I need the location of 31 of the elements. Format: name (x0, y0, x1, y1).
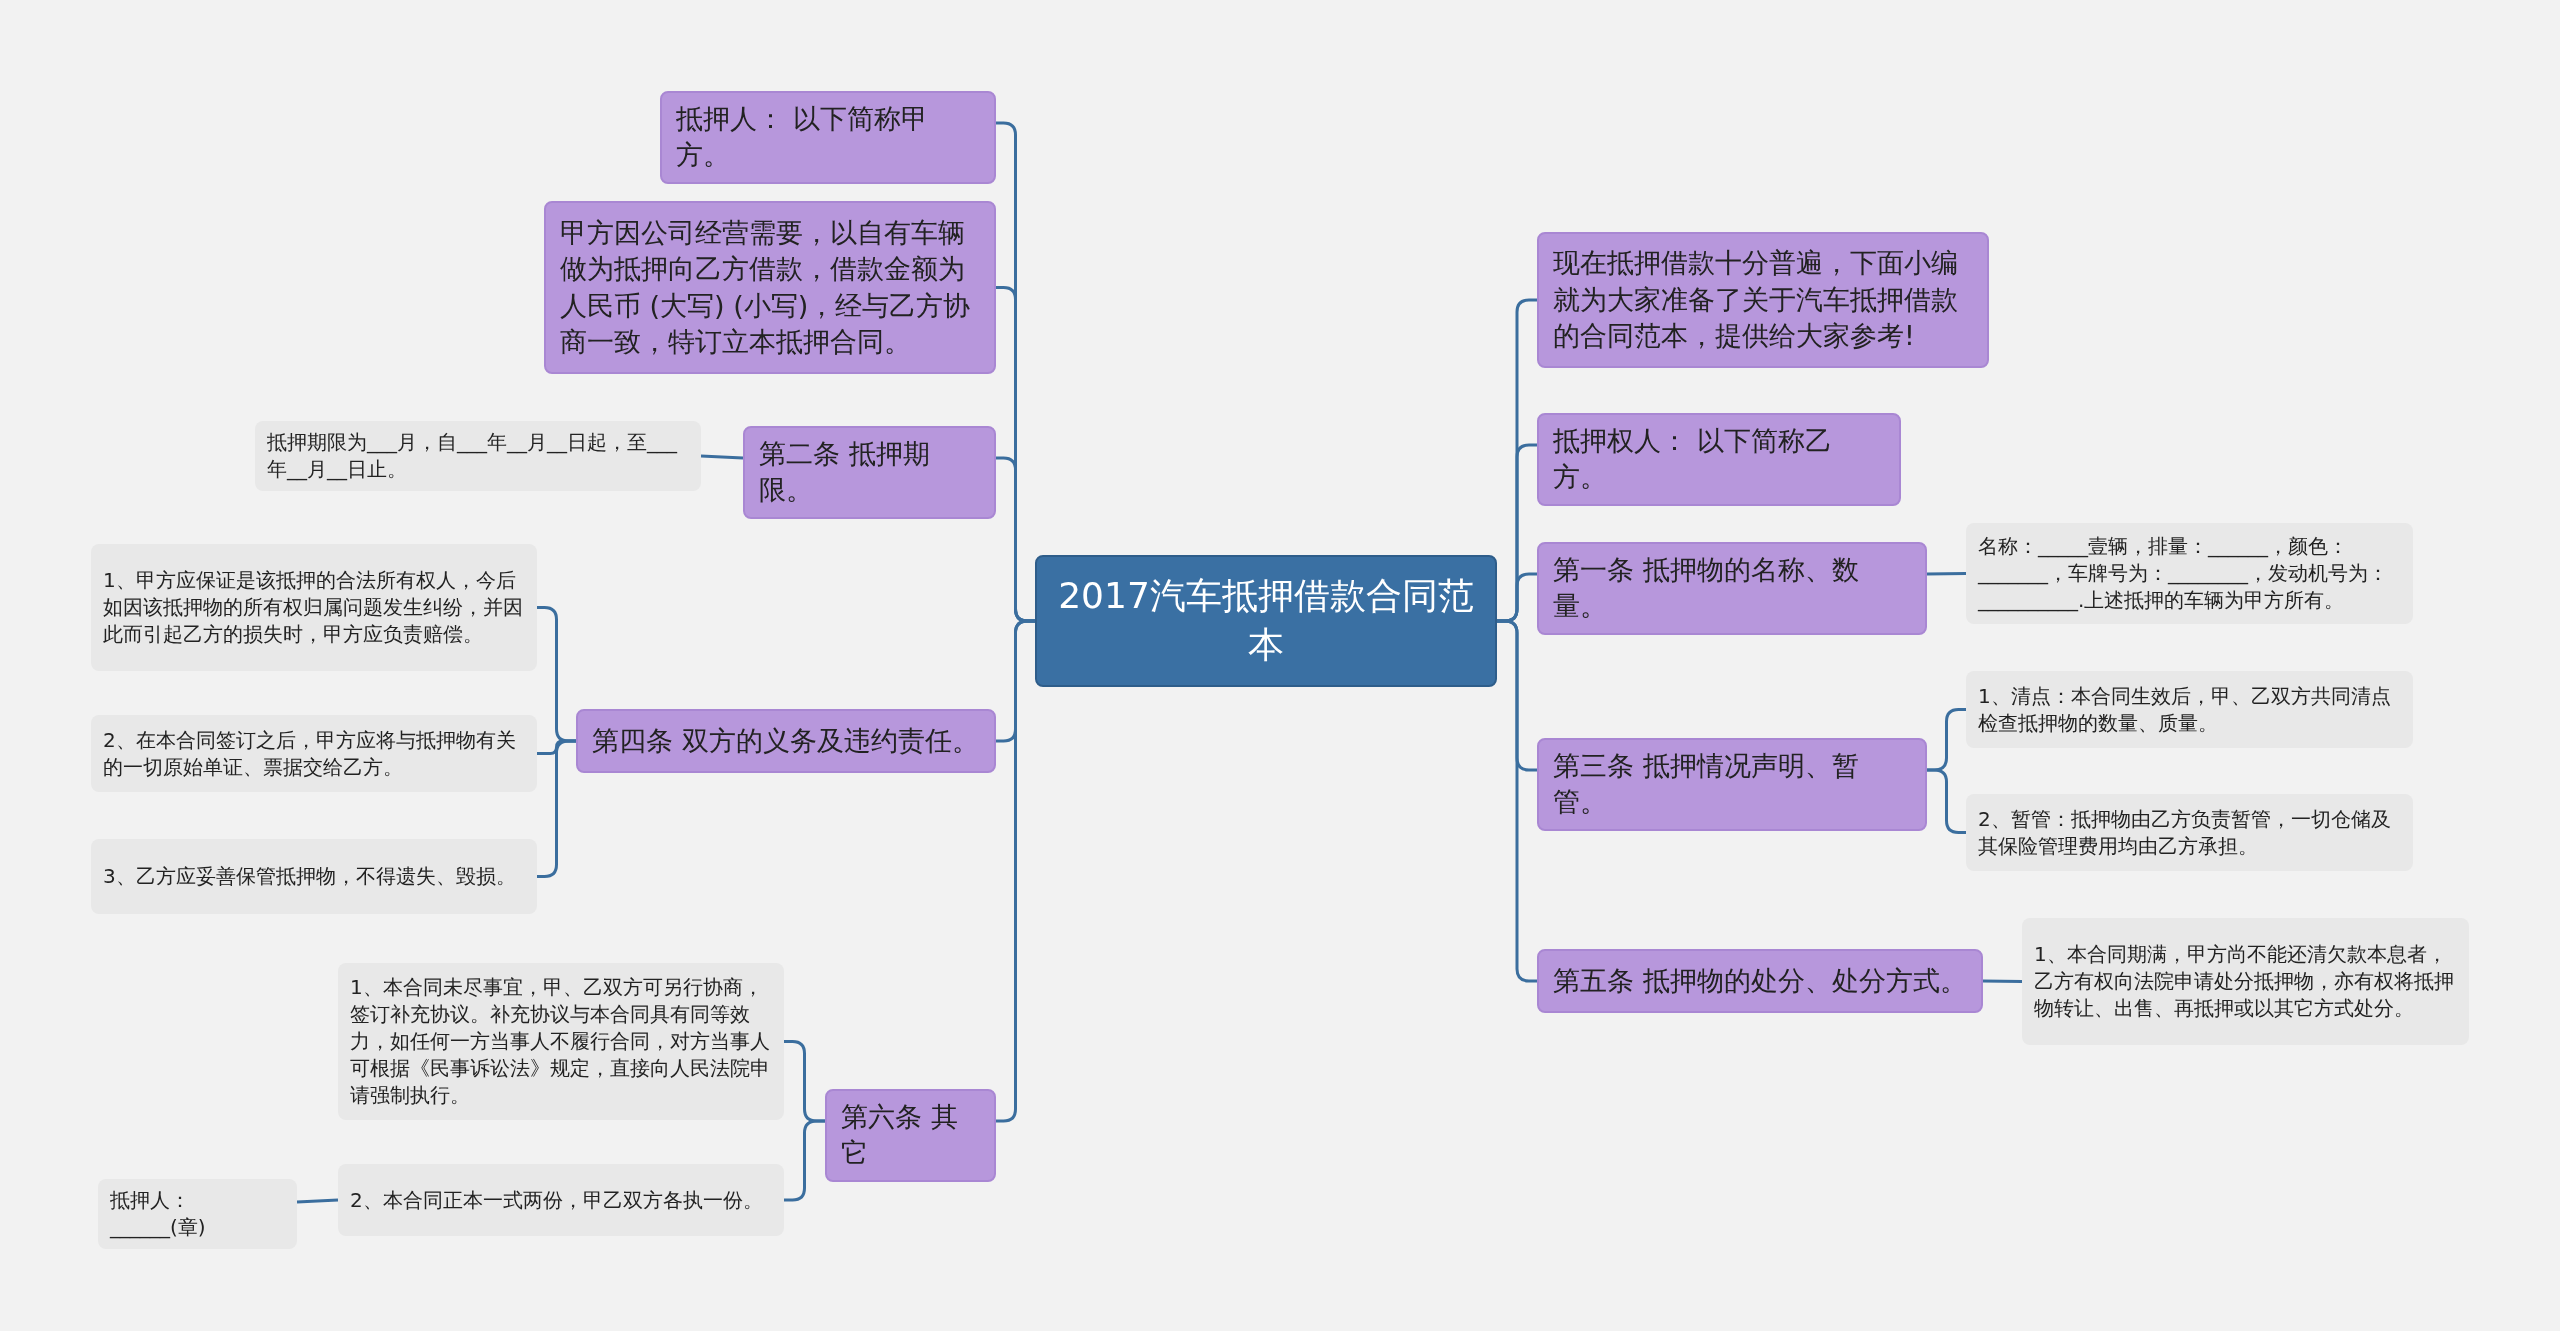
note-box: 抵押人：______(章) (98, 1179, 297, 1249)
topic-box: 现在抵押借款十分普遍，下面小编就为大家准备了关于汽车抵押借款的合同范本，提供给大家参考! (1537, 232, 1989, 368)
connector-line (1497, 619, 1537, 983)
connector-line (784, 1119, 825, 1202)
central-topic-box: 2017汽车抵押借款合同范本 (1035, 555, 1497, 687)
connector-line (537, 739, 576, 878)
topic-box: 第五条 抵押物的处分、处分方式。 (1537, 949, 1983, 1013)
connector-line (1926, 572, 1967, 576)
note-box: 3、乙方应妥善保管抵押物，不得遗失、毁损。 (91, 839, 537, 914)
note-box: 1、本合同期满，甲方尚不能还清欠款本息者，乙方有权向法院申请处分抵押物，亦有权将抵押物转让、出售、再抵押或以其它方式处分。 (2022, 918, 2469, 1045)
note-box: 1、本合同未尽事宜，甲、乙双方可另行协商，签订补充协议。补充协议与本合同具有同等效力，如任何一方当事人不履行合同，对方当事人可根据《民事诉讼法》规定，直接向人民法院申请强制执行。 (338, 963, 784, 1120)
connector-line (1927, 768, 1966, 834)
connector-line (1982, 979, 2023, 983)
note-box: 1、甲方应保证是该抵押的合法所有权人，今后如因该抵押物的所有权归属问题发生纠纷，并因此而引起乙方的损失时，甲方应负责赔偿。 (91, 544, 537, 671)
topic-box: 第四条 双方的义务及违约责任。 (576, 709, 996, 773)
note-box: 名称：_____壹辆，排量：______，颜色：_______，车牌号为：________，发动机号为：__________.上述抵押的车辆为甲方所有。 (1966, 523, 2413, 624)
topic-box: 抵押人： 以下简称甲方。 (660, 91, 996, 184)
note-box: 1、清点：本合同生效后，甲、乙双方共同清点检查抵押物的数量、质量。 (1966, 671, 2413, 748)
note-box: 抵押期限为___月，自___年__月__日起，至___年__月__日止。 (255, 421, 701, 491)
connector-line (996, 619, 1035, 1123)
topic-box: 第六条 其它 (825, 1089, 996, 1182)
note-box: 2、暂管：抵押物由乙方负责暂管，一切仓储及其保险管理费用均由乙方承担。 (1966, 794, 2413, 871)
note-box: 2、本合同正本一式两份，甲乙双方各执一份。 (338, 1164, 784, 1236)
connector-line (296, 1198, 339, 1204)
connector-line (700, 454, 744, 460)
topic-box: 第一条 抵押物的名称、数量。 (1537, 542, 1927, 635)
topic-box: 甲方因公司经营需要，以自有车辆做为抵押向乙方借款，借款金额为人民币 (大写) (小写)，经与乙方协商一致，特订立本抵押合同。 (544, 201, 996, 374)
note-box: 2、在本合同签订之后，甲方应将与抵押物有关的一切原始单证、票据交给乙方。 (91, 715, 537, 792)
topic-box: 第二条 抵押期限。 (743, 426, 996, 519)
topic-box: 第三条 抵押情况声明、暂管。 (1537, 738, 1927, 831)
topic-box: 抵押权人： 以下简称乙方。 (1537, 413, 1901, 506)
